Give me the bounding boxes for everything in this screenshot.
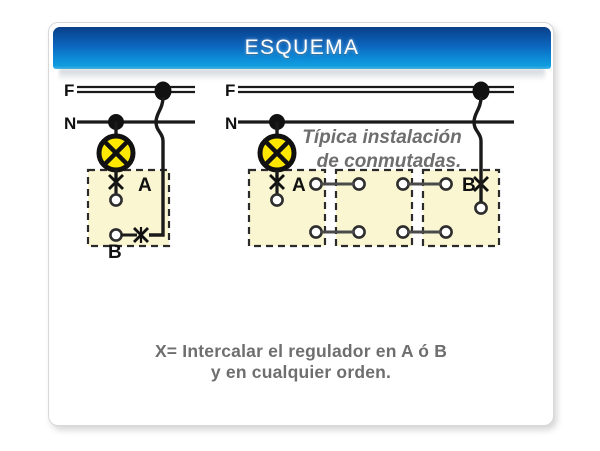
right-term-bot-2	[352, 225, 366, 239]
note-line-2: de conmutadas.	[317, 151, 462, 172]
diagram-caption: X= Intercalar el regulador en A ó B y en…	[49, 341, 553, 383]
right-term-top-1	[309, 177, 323, 191]
right-return-wire	[472, 96, 483, 202]
left-terminal-b	[109, 228, 123, 242]
right-circuit: A	[238, 81, 514, 248]
right-term-bot-4	[439, 225, 453, 239]
right-traveller-row-bottom	[309, 225, 453, 239]
caption-line-1: X= Intercalar el regulador en A ó B	[154, 341, 448, 361]
right-rail-n-label: N	[225, 114, 237, 133]
wiring-diagram: A B	[49, 69, 553, 425]
left-lamp	[99, 136, 133, 170]
right-label-a: A	[292, 175, 306, 196]
card-header: ESQUEMA	[53, 27, 551, 69]
right-label-b: B	[462, 175, 476, 196]
right-lamp	[260, 136, 294, 170]
right-rail-f	[238, 85, 514, 94]
right-term-bot-3	[396, 225, 410, 239]
page-title: ESQUEMA	[244, 36, 360, 59]
right-traveller-row-top	[309, 177, 453, 191]
left-label-b: B	[108, 242, 122, 263]
note-line-1: Típica instalación	[302, 127, 461, 148]
left-rail-f-label: F	[64, 81, 74, 100]
esquema-card: ESQUEMA	[48, 22, 554, 426]
left-label-a: A	[138, 175, 152, 196]
wiring-diagram-svg: A B	[64, 81, 514, 263]
right-node-f	[472, 81, 490, 101]
left-rail-f	[77, 85, 195, 94]
right-terminal-b-common	[474, 201, 488, 215]
right-term-top-2	[352, 177, 366, 191]
right-rail-f-label: F	[225, 81, 235, 100]
left-node-f	[154, 81, 172, 101]
left-return-wire	[149, 96, 165, 237]
header-shadow	[59, 69, 545, 81]
right-term-top-4	[439, 177, 453, 191]
left-circuit: A B	[77, 81, 195, 263]
right-terminal-a-common	[270, 193, 284, 207]
right-term-top-3	[396, 177, 410, 191]
caption-line-2: y en cualquier orden.	[210, 362, 392, 382]
right-term-bot-1	[309, 225, 323, 239]
left-terminal-a	[109, 193, 123, 207]
left-rail-n-label: N	[64, 114, 76, 133]
